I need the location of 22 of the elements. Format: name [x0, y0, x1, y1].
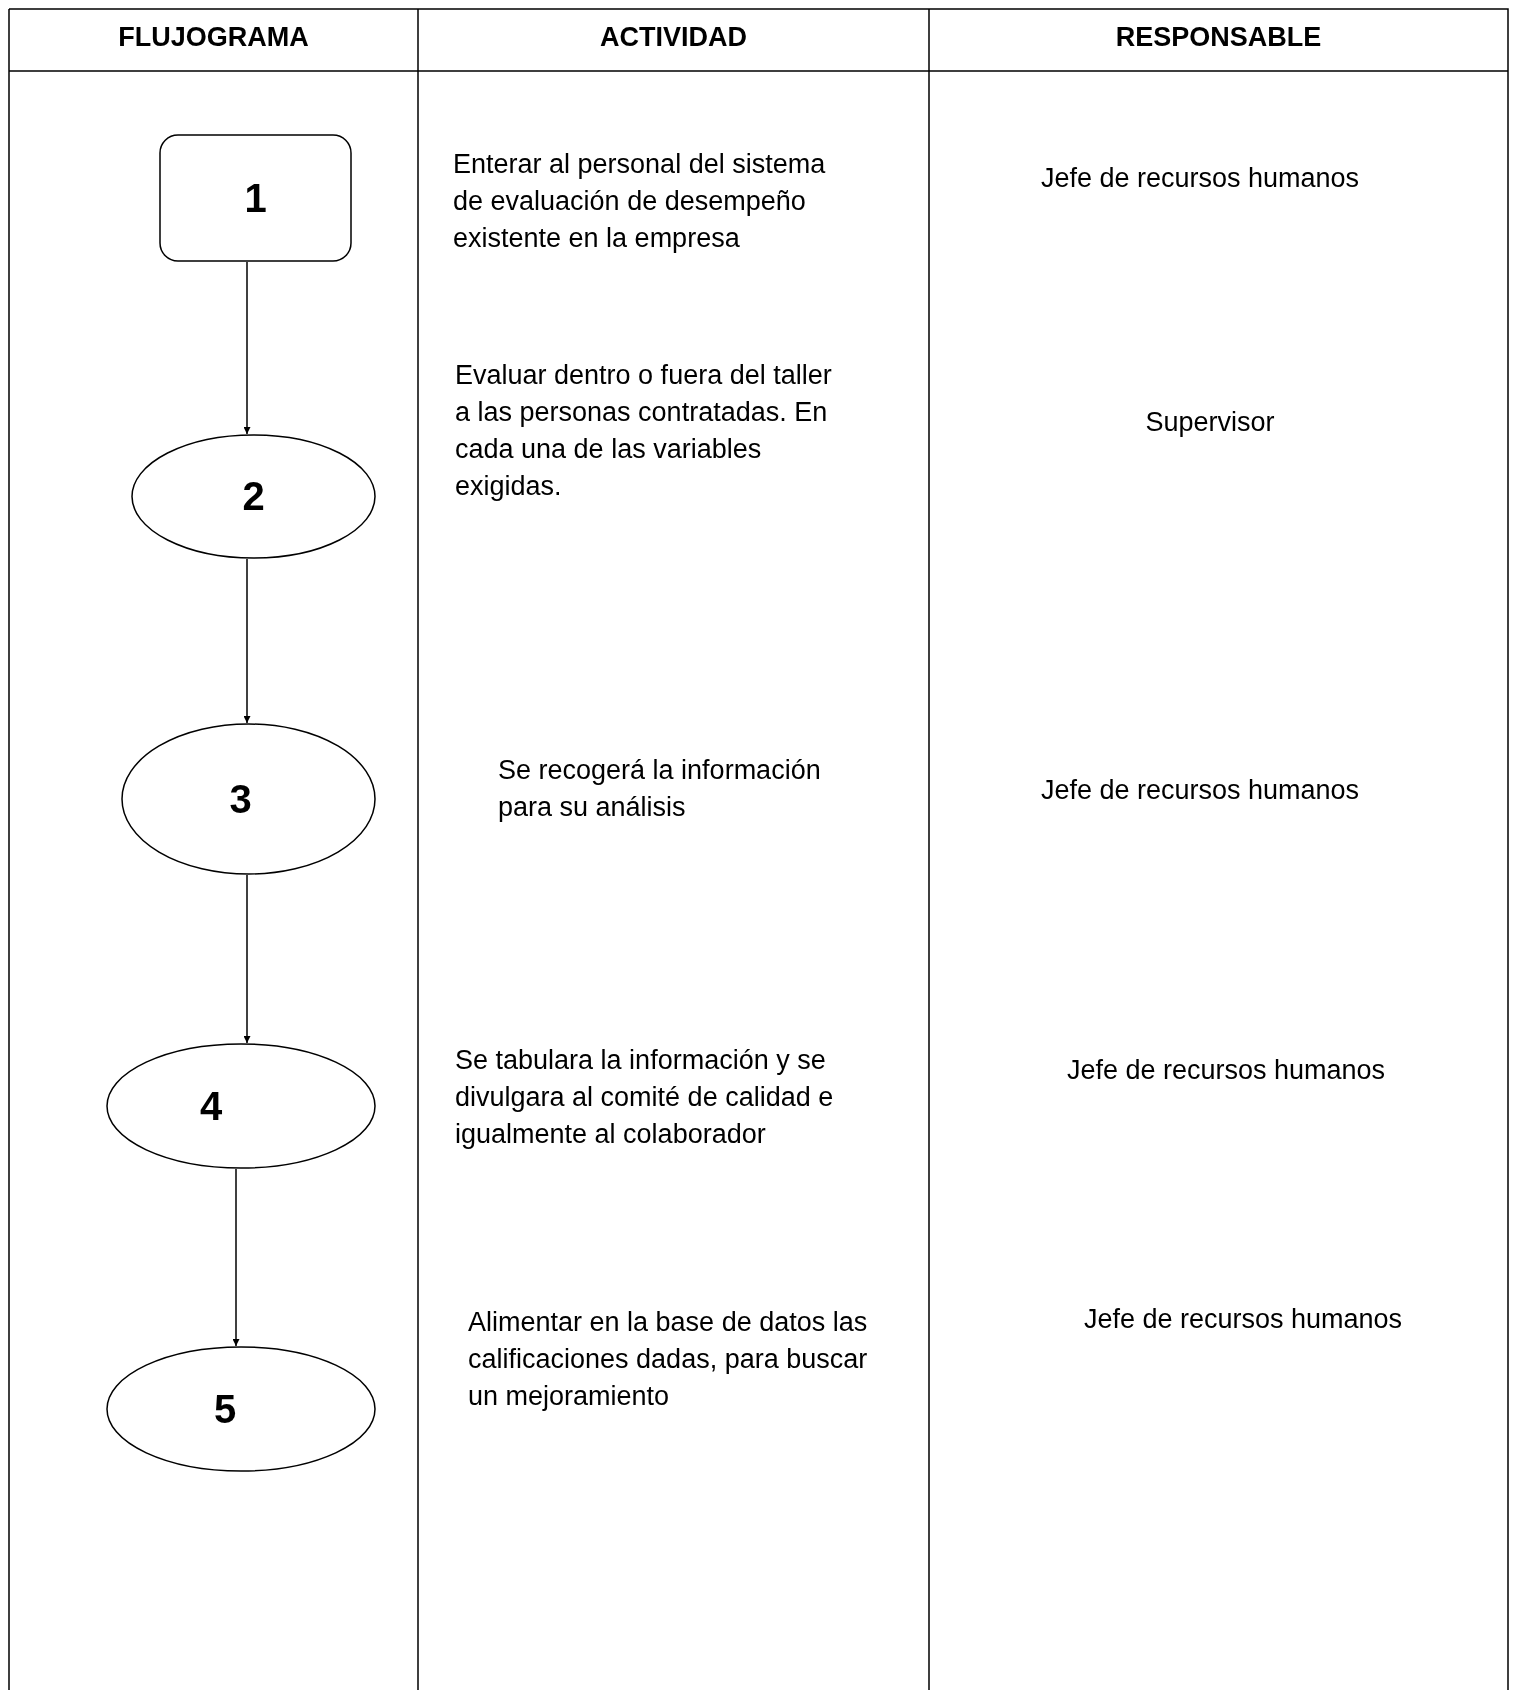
arrow	[243, 558, 251, 724]
responsible-text: Jefe de recursos humanos	[1065, 1054, 1387, 1087]
arrow	[232, 1168, 240, 1347]
activity-text: Enterar al personal del sistema de evaluación de desempeño existente en la empresa	[453, 148, 827, 255]
column-header: RESPONSABLE	[1114, 21, 1323, 54]
arrow	[243, 261, 251, 435]
step-number: 5	[213, 1386, 237, 1432]
step-number: 4	[199, 1083, 223, 1129]
step-number: 2	[242, 474, 265, 519]
responsible-text: Jefe de recursos humanos	[1039, 162, 1361, 195]
responsible-text: Jefe de recursos humanos	[1082, 1303, 1404, 1336]
responsible-text: Supervisor	[1144, 406, 1276, 439]
responsible-text: Jefe de recursos humanos	[1039, 774, 1361, 807]
activity-text: Alimentar en la base de datos las calificaciones dadas, para buscar un mejoramiento	[468, 1306, 869, 1413]
arrow	[243, 874, 251, 1044]
step-number: 1	[244, 175, 267, 221]
step-number: 3	[229, 776, 252, 822]
activity-text: Se recogerá la información para su análisis	[498, 754, 822, 824]
activity-text: Se tabulara la información y se divulgara al comité de calidad e igualmente al colaborador	[455, 1044, 835, 1151]
column-header: FLUJOGRAMA	[117, 21, 310, 54]
activity-text: Evaluar dentro o fuera del taller a las personas contratadas. En cada una de las variables exigidas.	[455, 359, 833, 503]
column-header: ACTIVIDAD	[599, 21, 748, 54]
